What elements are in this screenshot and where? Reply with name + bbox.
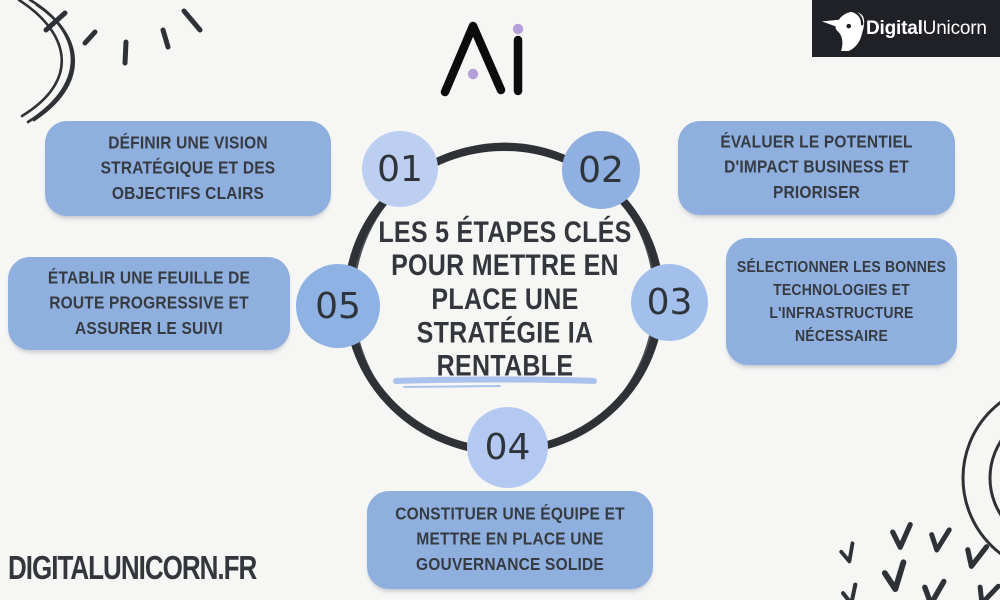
diagram-title: LES 5 ÉTAPES CLÉS POUR METTRE EN PLACE U… <box>378 216 632 383</box>
ai-logo-icon <box>440 21 524 97</box>
brand-badge: DigitalUnicorn <box>812 0 1000 57</box>
spiral-arcs-icon <box>961 400 1000 556</box>
step-number-1: 01 <box>362 131 438 207</box>
website-url: DIGITALUNICORN.FR <box>8 548 257 587</box>
step-box-3: SÉLECTIONNER LES BONNES TECHNOLOGIES ET … <box>726 238 957 365</box>
unicorn-icon <box>821 9 865 51</box>
sun-rays-icon <box>43 8 203 66</box>
step-box-4: CONSTITUER UNE ÉQUIPE ET METTRE EN PLACE… <box>367 491 653 589</box>
brand-name-bold: Digital <box>866 17 923 39</box>
scribble-circle-icon <box>17 0 76 124</box>
step-number-3: 03 <box>631 264 708 341</box>
step-box-5: ÉTABLIR UNE FEUILLE DE ROUTE PROGRESSIVE… <box>8 257 290 350</box>
brand-badge-text: DigitalUnicorn <box>866 18 987 40</box>
title-underline <box>393 376 597 388</box>
step-box-1: DÉFINIR UNE VISION STRATÉGIQUE ET DES OB… <box>45 121 331 216</box>
step-number-2: 02 <box>562 131 640 209</box>
brand-name-regular: Unicorn <box>922 17 987 39</box>
step-label-4: CONSTITUER UNE ÉQUIPE ET METTRE EN PLACE… <box>395 504 625 575</box>
step-label-1: DÉFINIR UNE VISION STRATÉGIQUE ET DES OB… <box>100 132 276 203</box>
step-label-5: ÉTABLIR UNE FEUILLE DE ROUTE PROGRESSIVE… <box>47 267 251 338</box>
check-marks-icon <box>839 522 1000 600</box>
step-box-2: ÉVALUER LE POTENTIEL D'IMPACT BUSINESS E… <box>678 121 955 215</box>
step-label-2: ÉVALUER LE POTENTIEL D'IMPACT BUSINESS E… <box>720 132 913 203</box>
step-label-3: SÉLECTIONNER LES BONNES TECHNOLOGIES ET … <box>736 256 947 344</box>
step-number-5: 05 <box>296 264 380 348</box>
step-number-4: 04 <box>467 407 548 488</box>
